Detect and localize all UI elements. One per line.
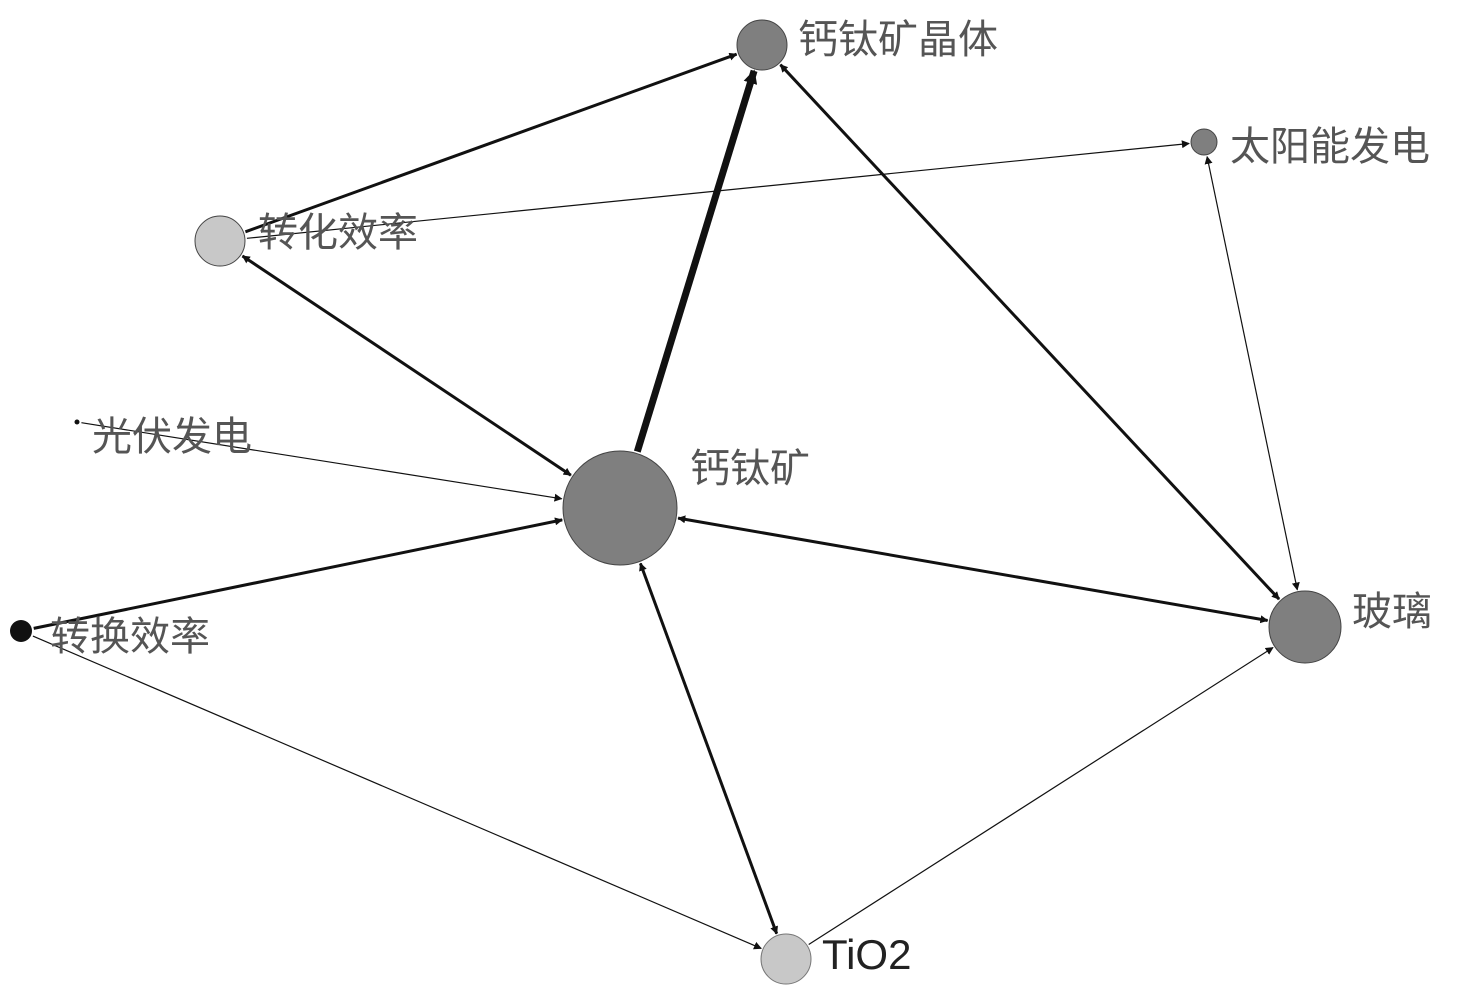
node-perovskite-crystal[interactable]: [736, 19, 788, 71]
label-conversion-efficiency-hua: 转化效率: [258, 210, 418, 256]
edge-conversion-efficiency-huan-to-perovskite: [33, 517, 563, 630]
label-conversion-efficiency-huan: 转换效率: [50, 614, 210, 660]
node-solar-power[interactable]: [1190, 128, 1218, 156]
edge-perovskite-to-glass: [677, 515, 1269, 624]
node-perovskite[interactable]: [562, 450, 678, 566]
label-solar-power: 太阳能发电: [1230, 124, 1430, 170]
edge-conversion-efficiency-hua-to-perovskite-crystal: [244, 52, 738, 234]
edge-tio2-to-glass: [808, 646, 1274, 946]
edge-conversion-efficiency-huan-to-tio2: [32, 635, 762, 950]
nodes-layer: [10, 19, 1342, 985]
label-glass: 玻璃: [1352, 589, 1432, 635]
edge-photovoltaic-power-to-perovskite: [81, 422, 563, 502]
label-photovoltaic-power: 光伏发电: [92, 414, 252, 460]
edges-layer: [32, 52, 1300, 950]
node-photovoltaic-power[interactable]: [74, 419, 80, 425]
node-conversion-efficiency-hua[interactable]: [194, 215, 246, 267]
label-perovskite-crystal: 钙钛矿晶体: [798, 17, 998, 63]
node-tio2[interactable]: [760, 933, 812, 985]
node-glass[interactable]: [1268, 590, 1342, 664]
edge-conversion-efficiency-hua-to-perovskite: [241, 254, 572, 477]
edge-perovskite-to-tio2: [638, 562, 779, 935]
label-tio2: TiO2: [822, 931, 911, 978]
labels-layer: 钙钛矿晶体 太阳能发电 转化效率 光伏发电 钙钛矿 转换效率 玻璃 TiO2: [50, 17, 1432, 978]
edge-perovskite-crystal-to-glass: [779, 63, 1281, 601]
node-conversion-efficiency-huan[interactable]: [10, 620, 32, 642]
label-perovskite: 钙钛矿: [690, 446, 810, 492]
edge-solar-power-to-glass: [1204, 155, 1300, 591]
edge-perovskite-to-perovskite-crystal: [633, 69, 758, 453]
